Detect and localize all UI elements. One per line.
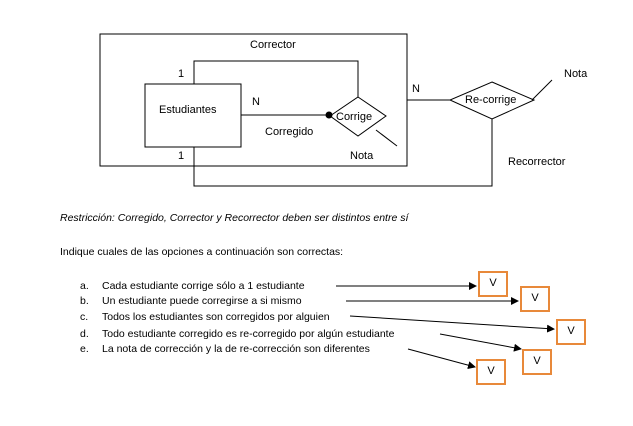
- option-text: Todo estudiante corregido es re-corregid…: [102, 328, 395, 340]
- nota-inner-label: Nota: [350, 150, 374, 162]
- answer-box-e: V: [476, 359, 506, 385]
- question-text: Indique cuales de las opciones a continu…: [60, 246, 344, 258]
- corregido-dot: [325, 111, 333, 119]
- corrige-nota-link: [375, 129, 398, 147]
- option-c: c. Todos los estudiantes son corregidos p…: [80, 310, 330, 324]
- option-letter: b.: [80, 295, 89, 307]
- option-text: La nota de corrección y la de re-correcc…: [102, 343, 370, 355]
- estudiantes-entity: [144, 83, 242, 148]
- cardinality-n-outer: N: [412, 83, 420, 95]
- corrige-label: Corrige: [336, 111, 373, 123]
- corregido-label: Corregido: [265, 126, 314, 138]
- answer-box-b: V: [520, 286, 550, 312]
- option-a: a. Cada estudiante corrige sólo a 1 estud…: [80, 279, 305, 293]
- cardinality-top: 1: [178, 68, 185, 80]
- answer-box-d: V: [522, 349, 552, 375]
- cardinality-n-inner: N: [252, 96, 260, 108]
- option-text: Un estudiante puede corregirse a si mism…: [102, 295, 302, 307]
- answer-box-a: V: [478, 271, 508, 297]
- arrow-c: [349, 315, 555, 333]
- option-letter: e.: [80, 343, 89, 355]
- arrow-e: [407, 348, 476, 370]
- recorrector-link: [193, 119, 493, 187]
- arrow-d: [439, 333, 522, 352]
- option-letter: a.: [80, 280, 89, 292]
- restriction-text: Restricción: Corregido, Corrector y Reco…: [60, 212, 409, 224]
- option-letter: c.: [80, 311, 89, 323]
- option-d: d. Todo estudiante corregido es re-correg…: [80, 327, 394, 341]
- option-e: e. La nota de corrección y la de re-corre…: [80, 342, 370, 356]
- recorrector-label: Recorrector: [508, 156, 566, 168]
- recorrige-nota-link: [531, 79, 553, 101]
- estudiantes-label: Estudiantes: [159, 104, 217, 116]
- option-text: Todos los estudiantes son corregidos por…: [102, 311, 330, 323]
- nota-outer-label: Nota: [564, 68, 588, 80]
- option-text: Cada estudiante corrige sólo a 1 estudia…: [102, 280, 305, 292]
- option-b: b. Un estudiante puede corregirse a si mi…: [80, 294, 302, 308]
- corrector-link: [193, 60, 359, 97]
- cardinality-bottom: 1: [178, 150, 185, 162]
- re-corrige-label: Re-corrige: [465, 94, 517, 106]
- answer-box-c: V: [556, 319, 586, 345]
- corrector-title: Corrector: [250, 39, 296, 51]
- corrige-relationship: [329, 96, 387, 137]
- option-letter: d.: [80, 328, 89, 340]
